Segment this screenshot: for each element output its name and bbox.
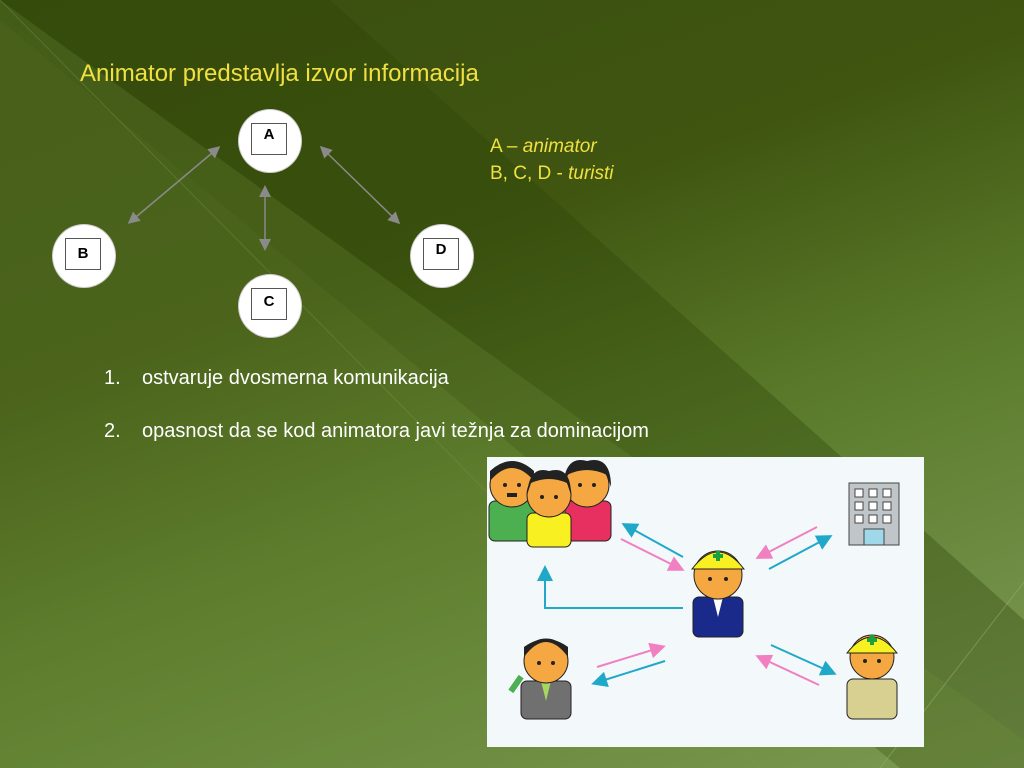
illustration-canvas — [488, 460, 900, 720]
illustration-arrows — [537, 523, 837, 688]
legend-line-tourists: B, C, D - turisti — [490, 160, 614, 187]
list-item: 2. opasnost da se kod animatora javi tež… — [104, 420, 649, 443]
legend: A – animator B, C, D - turisti — [490, 133, 614, 187]
legend-animator-prefix: A – — [490, 136, 523, 157]
animator-with-helmet-icon — [690, 550, 746, 638]
worker-with-helmet-icon — [845, 634, 899, 720]
node-a-label: A — [251, 123, 287, 155]
legend-line-animator: A – animator — [490, 133, 614, 160]
communication-illustration — [487, 457, 924, 747]
node-c-label: C — [251, 288, 287, 320]
building-icon — [848, 482, 900, 546]
node-b: B — [53, 225, 115, 287]
tourist-with-pen-icon — [508, 638, 572, 720]
legend-tourists-prefix: B, C, D - — [490, 163, 569, 184]
node-b-label: B — [65, 238, 101, 270]
node-d-label: D — [423, 238, 459, 270]
group-of-tourists-icon — [488, 460, 612, 548]
node-c: C — [239, 275, 301, 337]
list-item-number: 1. — [104, 367, 121, 389]
list-item-text: ostvaruje dvosmerna komunikacija — [142, 367, 449, 389]
node-a: A — [239, 110, 301, 172]
list-item-number: 2. — [104, 420, 121, 442]
list-item-text: opasnost da se kod animatora javi težnja… — [142, 420, 649, 442]
numbered-list: 1. ostvaruje dvosmerna komunikacija 2. o… — [104, 367, 649, 473]
node-d: D — [411, 225, 473, 287]
legend-animator-term: animator — [522, 136, 597, 157]
list-item: 1. ostvaruje dvosmerna komunikacija — [104, 367, 649, 390]
slide-title: Animator predstavlja izvor informacija — [80, 60, 479, 87]
legend-tourists-term: turisti — [568, 163, 614, 184]
